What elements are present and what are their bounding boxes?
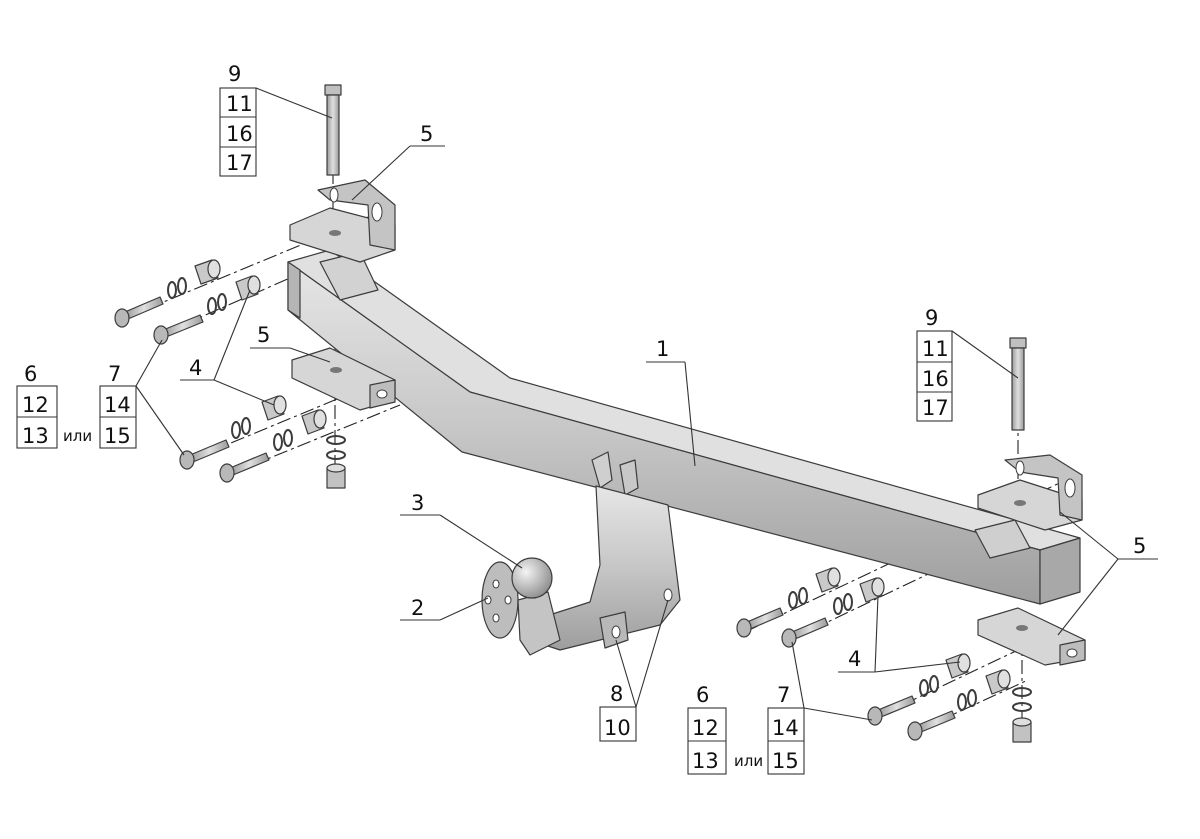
bolts xyxy=(114,84,1027,741)
label-12-left: 12 xyxy=(22,393,49,417)
bolt-icon xyxy=(153,314,204,345)
label-1: 1 xyxy=(656,337,669,361)
label-17-right: 17 xyxy=(922,396,949,420)
label-boxes xyxy=(16,87,953,775)
label-6-right: 6 xyxy=(696,683,709,707)
bolt-vertical-left-icon xyxy=(324,84,342,176)
bracket-left-top xyxy=(289,179,396,263)
bracket-right-bottom xyxy=(977,607,1086,666)
label-15-left: 15 xyxy=(104,424,131,448)
label-11-right: 11 xyxy=(922,337,949,361)
label-13-right: 13 xyxy=(692,749,719,773)
label-3: 3 xyxy=(411,491,424,515)
washers-and-spacers xyxy=(167,259,1011,711)
crossbar-beam xyxy=(287,249,1081,605)
nut-stack-left xyxy=(326,435,346,489)
bolt-icon xyxy=(736,607,784,638)
label-2: 2 xyxy=(411,596,424,620)
label-4-right: 4 xyxy=(848,647,861,671)
label-15-right: 15 xyxy=(772,749,799,773)
label-8: 8 xyxy=(610,682,623,706)
bolt-icon xyxy=(114,296,164,328)
towball-flange xyxy=(481,561,519,639)
towball xyxy=(511,557,561,656)
label-7-left: 7 xyxy=(108,362,121,386)
label-12-right: 12 xyxy=(692,716,719,740)
label-5-top-left: 5 xyxy=(420,122,433,146)
bolt-icon xyxy=(867,695,916,726)
bolt-icon xyxy=(781,617,829,648)
bolt-vertical-right-icon xyxy=(1009,337,1027,431)
label-ili-right: или xyxy=(734,752,763,770)
label-13-left: 13 xyxy=(22,424,49,448)
label-9-right: 9 xyxy=(925,306,938,330)
label-10: 10 xyxy=(604,716,631,740)
callout-numbers: 9 11 16 17 5 5 4 6 12 13 или 7 14 15 1 3… xyxy=(22,62,1146,773)
bracket-left-bottom xyxy=(291,347,396,411)
label-ili-left: или xyxy=(63,427,92,445)
bolt-icon xyxy=(907,710,956,741)
label-14-right: 14 xyxy=(772,716,799,740)
label-7-right: 7 xyxy=(777,683,790,707)
label-11-left: 11 xyxy=(226,92,253,116)
label-9-left: 9 xyxy=(228,62,241,86)
label-5-right: 5 xyxy=(1133,534,1146,558)
label-17-left: 17 xyxy=(226,151,253,175)
ball-mount-arm xyxy=(529,451,681,651)
label-14-left: 14 xyxy=(104,393,131,417)
nut-stack-right xyxy=(1012,687,1032,743)
bracket-right-top xyxy=(977,454,1083,531)
bolt-icon xyxy=(219,452,270,483)
label-5-bottom-left: 5 xyxy=(257,323,270,347)
label-4-left: 4 xyxy=(189,356,202,380)
label-6-left: 6 xyxy=(24,362,37,386)
label-16-left: 16 xyxy=(226,122,253,146)
label-16-right: 16 xyxy=(922,367,949,391)
bolt-icon xyxy=(179,439,230,470)
